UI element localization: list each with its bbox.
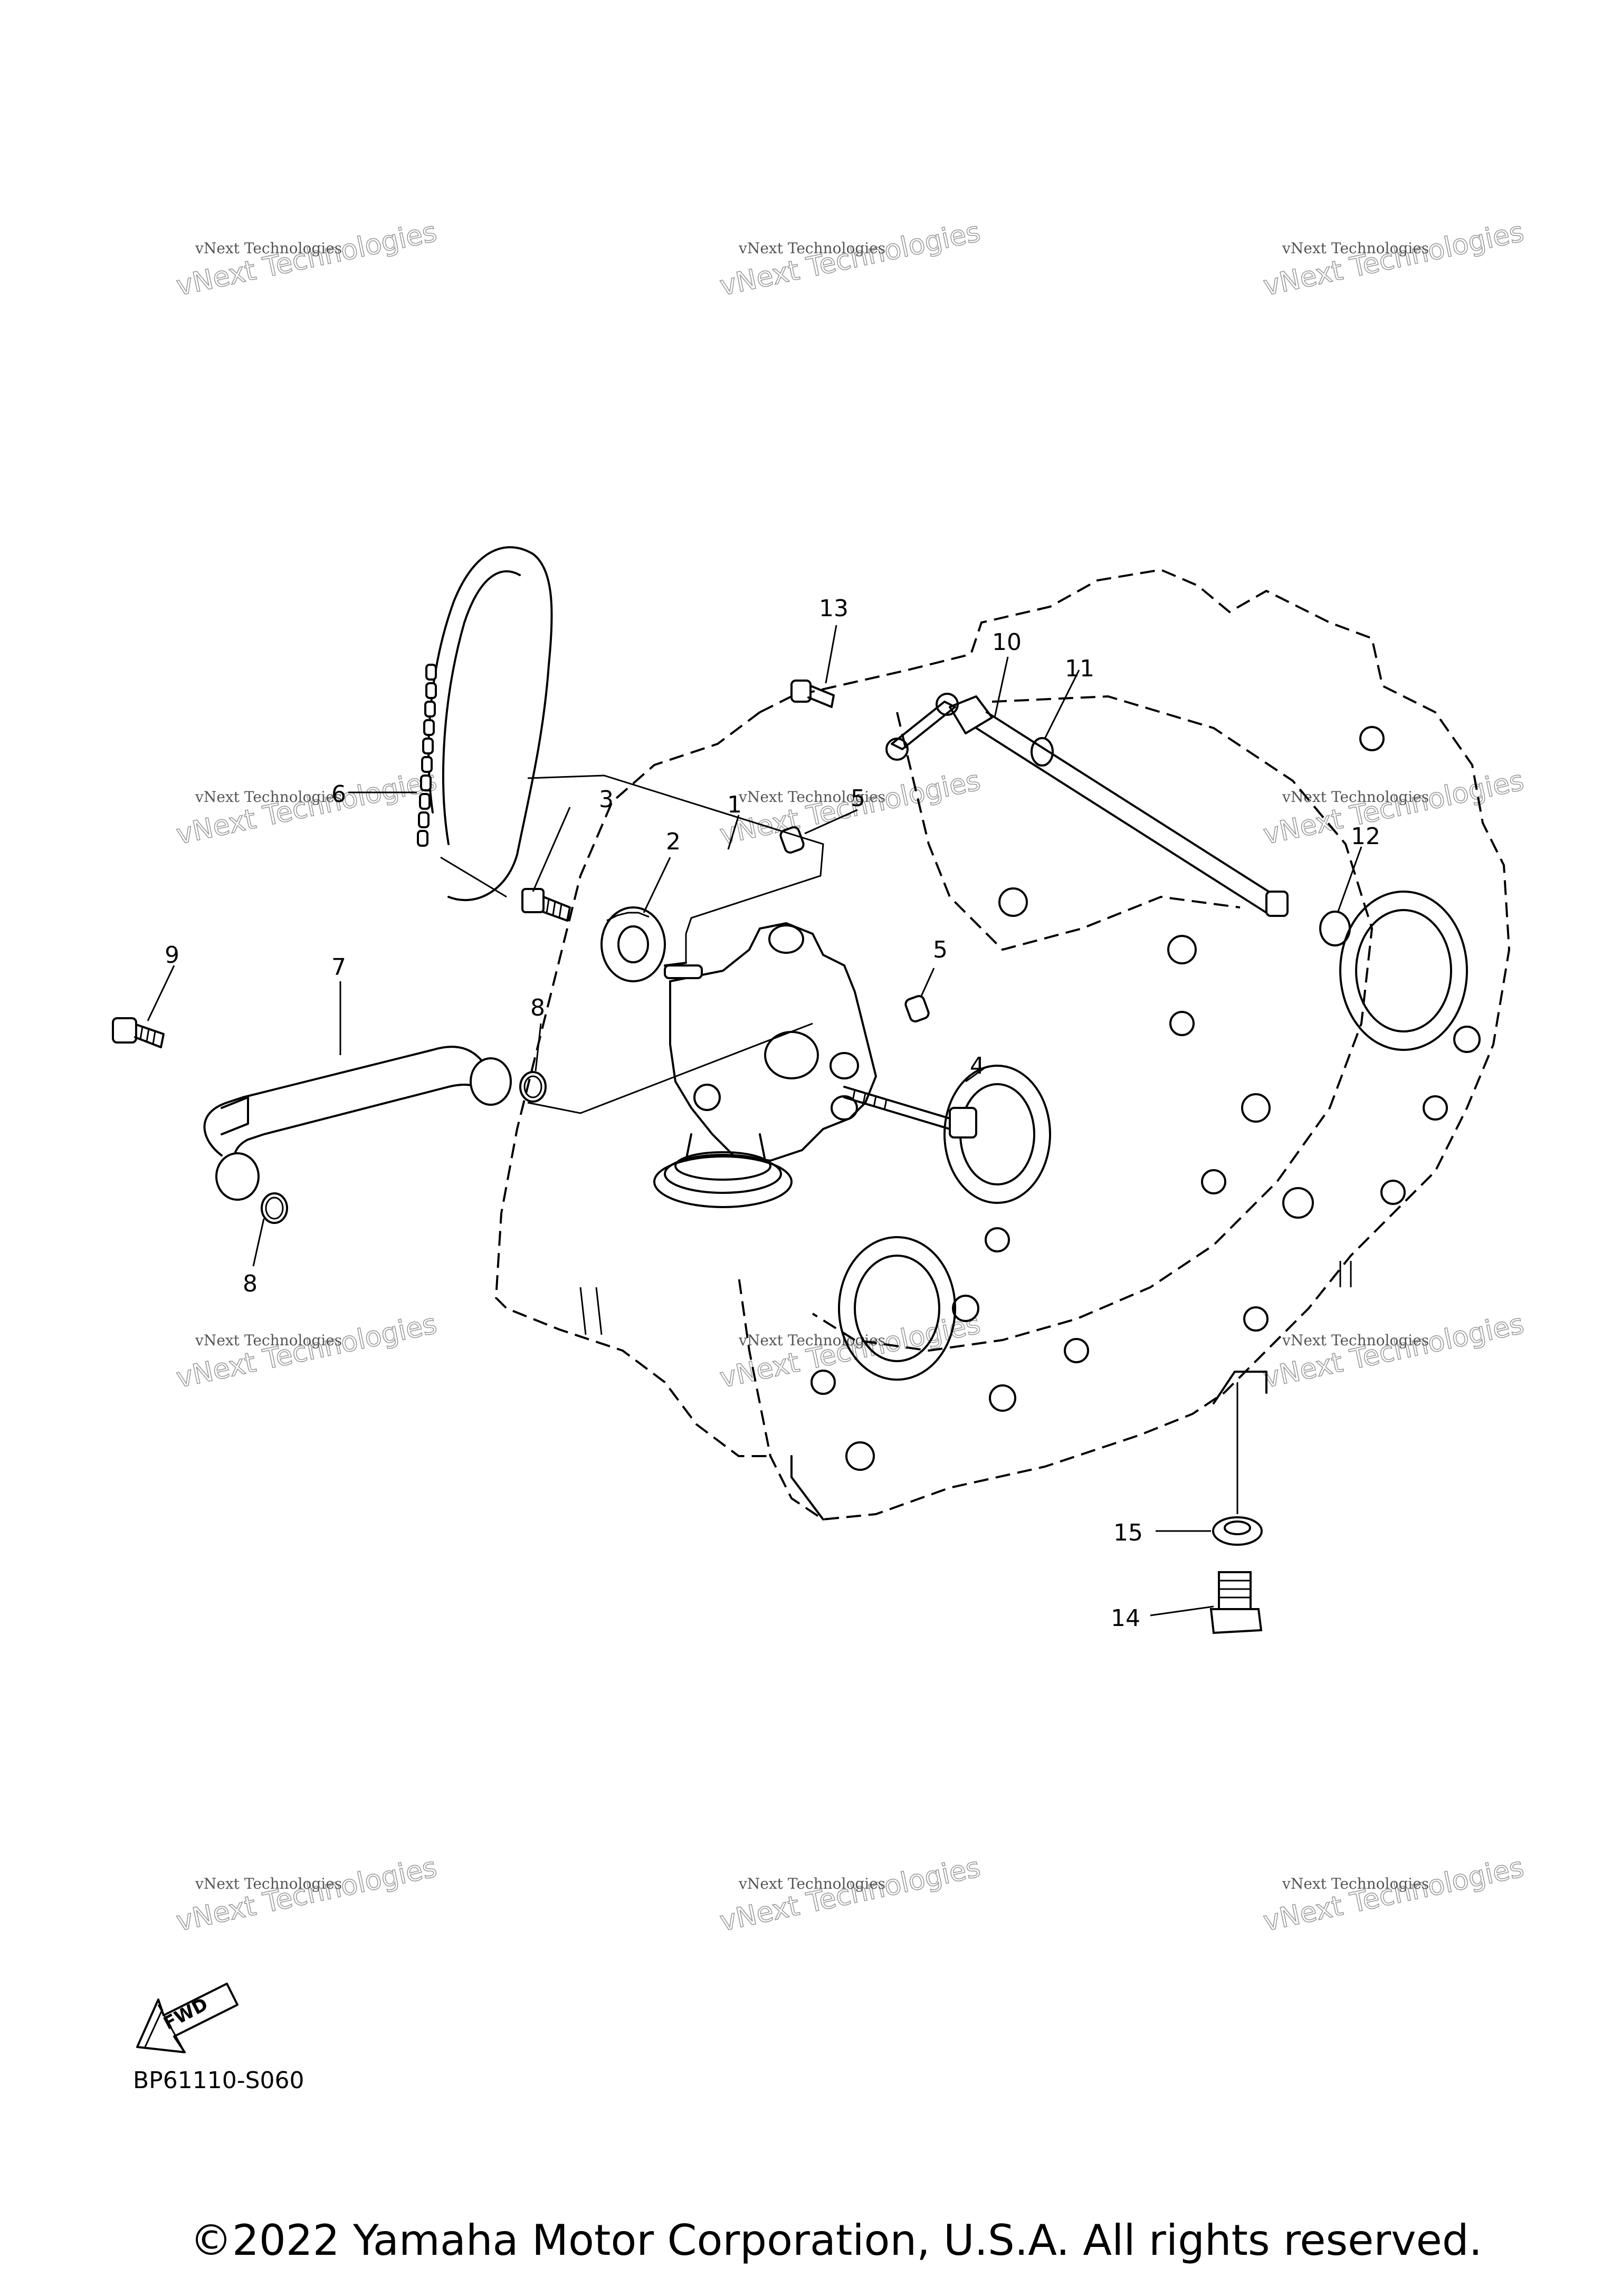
copyright-notice: ©2022 Yamaha Motor Corporation, U.S.A. A… xyxy=(190,2216,1483,2265)
o-ring-lower xyxy=(261,1192,288,1224)
svg-text:vNext Technologies: vNext Technologies xyxy=(717,1852,983,1938)
stud-o-ring xyxy=(1031,737,1054,767)
svg-text:vNext Technologies: vNext Technologies xyxy=(195,1332,342,1349)
watermark: vNext Technologies vNext Technologies xyxy=(173,216,440,303)
callout-8-lower: 8 xyxy=(243,1270,258,1297)
svg-text:vNext Technologies: vNext Technologies xyxy=(195,788,342,806)
watermark: vNext Technologies vNext Technologies xyxy=(1260,1308,1527,1395)
pump-mounting-bolt xyxy=(843,1086,977,1139)
oil-pump-sprocket xyxy=(600,906,666,982)
bracket xyxy=(885,693,959,761)
crankcase xyxy=(494,568,1511,1521)
oil-pump-assembly xyxy=(653,922,878,1208)
svg-text:vNext Technologies: vNext Technologies xyxy=(195,240,342,257)
diagram-code: BP61110-S060 xyxy=(133,2067,304,2094)
drain-bolt xyxy=(1209,1571,1263,1634)
svg-text:vNext Technologies: vNext Technologies xyxy=(174,1308,440,1394)
bracket-bolt xyxy=(790,680,835,708)
cam-chain xyxy=(417,546,553,902)
svg-text:vNext Technologies: vNext Technologies xyxy=(738,240,885,257)
watermark: vNext Technologies vNext Technologies xyxy=(717,1851,984,1938)
svg-text:vNext Technologies: vNext Technologies xyxy=(1261,216,1527,302)
leader-lines xyxy=(147,625,1362,1616)
svg-text:vNext Technologies: vNext Technologies xyxy=(195,1875,342,1892)
callouts: 1 2 3 4 5 5 6 7 8 8 9 10 11 12 13 14 15 xyxy=(165,595,1380,1632)
callout-11: 11 xyxy=(1065,655,1094,682)
callout-5-lower: 5 xyxy=(933,936,948,963)
callout-4: 4 xyxy=(970,1053,985,1079)
svg-text:vNext Technologies: vNext Technologies xyxy=(738,788,885,806)
watermark: vNext Technologies vNext Technologies xyxy=(173,1851,440,1938)
oil-delivery-pipe xyxy=(203,1046,512,1201)
callout-15: 15 xyxy=(1113,1519,1143,1546)
svg-text:vNext Technologies: vNext Technologies xyxy=(738,1875,885,1892)
dowel-pin-lower xyxy=(904,994,930,1023)
drain-gasket xyxy=(1212,1516,1263,1546)
svg-text:vNext Technologies: vNext Technologies xyxy=(717,216,983,302)
callout-10: 10 xyxy=(992,629,1022,656)
side-o-ring xyxy=(1319,911,1351,946)
callout-5-upper: 5 xyxy=(851,785,865,812)
svg-text:vNext Technologies: vNext Technologies xyxy=(1282,1332,1429,1349)
callout-2: 2 xyxy=(666,828,681,855)
callout-6: 6 xyxy=(331,781,346,808)
svg-text:vNext Technologies: vNext Technologies xyxy=(174,765,440,851)
watermark: vNext Technologies vNext Technologies xyxy=(1260,764,1527,852)
watermark: vNext Technologies vNext Technologies xyxy=(173,764,440,852)
callout-13: 13 xyxy=(819,595,848,622)
fwd-arrow-icon: FWD xyxy=(136,1983,239,2053)
watermark: vNext Technologies vNext Technologies xyxy=(717,216,984,303)
callout-14: 14 xyxy=(1111,1605,1140,1632)
svg-text:vNext Technologies: vNext Technologies xyxy=(1282,788,1429,806)
svg-text:vNext Technologies: vNext Technologies xyxy=(1282,240,1429,257)
callout-3: 3 xyxy=(599,786,614,813)
fwd-label: FWD xyxy=(160,1994,211,2034)
pipe-bolt xyxy=(112,1017,165,1048)
svg-text:vNext Technologies: vNext Technologies xyxy=(1261,1852,1527,1938)
svg-text:vNext Technologies: vNext Technologies xyxy=(1282,1875,1429,1892)
svg-text:vNext Technologies: vNext Technologies xyxy=(174,216,440,302)
watermark: vNext Technologies vNext Technologies xyxy=(173,1308,440,1395)
svg-text:vNext Technologies: vNext Technologies xyxy=(174,1852,440,1938)
sprocket-bolt xyxy=(521,888,571,922)
callout-7: 7 xyxy=(331,954,346,981)
svg-text:vNext Technologies: vNext Technologies xyxy=(1261,1308,1527,1394)
watermark: vNext Technologies vNext Technologies xyxy=(1260,216,1527,303)
callout-1: 1 xyxy=(727,791,742,818)
callout-12: 12 xyxy=(1351,823,1380,850)
svg-text:vNext Technologies: vNext Technologies xyxy=(1261,765,1527,851)
callout-9: 9 xyxy=(165,942,179,969)
callout-8-upper: 8 xyxy=(530,994,545,1021)
stud-bolt xyxy=(949,695,1289,917)
o-ring-upper xyxy=(519,1071,547,1103)
chain-links xyxy=(417,664,437,847)
watermark: vNext Technologies vNext Technologies xyxy=(1260,1851,1527,1938)
